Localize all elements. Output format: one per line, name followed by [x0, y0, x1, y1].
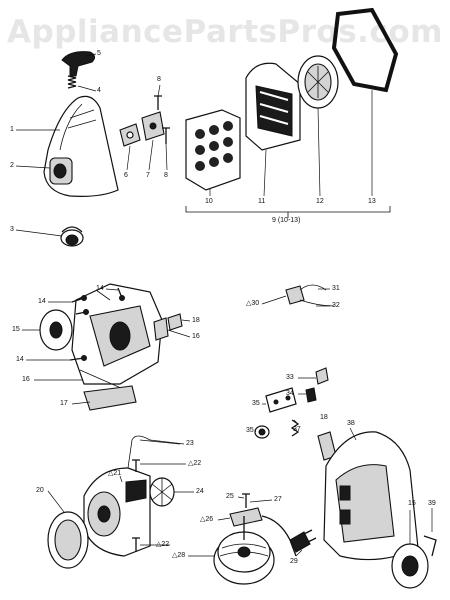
callout-20: 20 — [36, 487, 44, 494]
callout-34: 34 — [286, 390, 294, 397]
part-filter-disc-12[interactable] — [297, 55, 339, 109]
part-screws-22[interactable] — [132, 459, 140, 552]
part-motor-21[interactable] — [83, 435, 151, 557]
part-screw-8[interactable] — [154, 95, 170, 144]
callout-39: 39 — [428, 500, 436, 507]
part-cord-reel-28[interactable] — [213, 531, 275, 585]
part-latch-7[interactable] — [141, 111, 165, 141]
part-wheel-15[interactable] — [39, 309, 73, 351]
part-switch-30[interactable] — [285, 284, 335, 307]
callout-14-b: 14 — [96, 285, 104, 292]
part-cord-plug-29[interactable] — [261, 515, 317, 557]
callout-18-mid: 18 — [320, 414, 328, 421]
callout-16-right: 16 — [192, 333, 200, 340]
part-35-knob[interactable] — [254, 425, 270, 439]
callout-33: 33 — [286, 374, 294, 381]
part-gasket-13[interactable] — [331, 7, 399, 93]
part-filter-11[interactable] — [245, 62, 301, 151]
callout-10: 10 — [205, 198, 213, 205]
callout-18-top: 18 — [192, 317, 200, 324]
callout-13: 13 — [368, 198, 376, 205]
part-lower-housing[interactable] — [71, 283, 163, 393]
part-screw-25[interactable] — [242, 493, 250, 508]
callout-15-right: 15 — [408, 500, 416, 507]
callout-21: △21 — [108, 470, 122, 477]
part-latch-6[interactable] — [119, 123, 141, 147]
callout-14-c: 14 — [16, 356, 24, 363]
callout-6: 6 — [124, 172, 128, 179]
part-axle-39[interactable] — [423, 535, 437, 557]
callout-5: 5 — [97, 50, 101, 57]
callout-30: △30 — [246, 300, 260, 307]
watermark: AppliancePartsPros.com — [7, 14, 443, 50]
callout-3: 3 — [10, 226, 14, 233]
callout-35-a: 35 — [252, 400, 260, 407]
part-rear-body-38[interactable] — [323, 431, 419, 561]
part-fan-24[interactable] — [149, 477, 175, 507]
group-label-9: 9 (10-13) — [272, 217, 301, 224]
part-35-plate[interactable] — [265, 387, 297, 413]
group-bracket-9 — [185, 206, 391, 218]
callout-1: 1 — [10, 126, 14, 133]
callout-12: 12 — [316, 198, 324, 205]
callout-28: △28 — [172, 552, 186, 559]
callout-7: 7 — [146, 172, 150, 179]
callout-2: 2 — [10, 162, 14, 169]
callout-16-left: 16 — [22, 376, 30, 383]
part-pad-17[interactable] — [83, 385, 137, 411]
callout-11: 11 — [258, 198, 266, 205]
callout-15: 15 — [12, 326, 20, 333]
callout-35-b: 35 — [246, 427, 254, 434]
callout-22-bottom: △22 — [156, 541, 170, 548]
callout-23: 23 — [186, 440, 194, 447]
callout-25: 25 — [226, 493, 234, 500]
callout-32: 32 — [332, 302, 340, 309]
part-bracket-26[interactable] — [229, 507, 263, 540]
callout-38: 38 — [347, 420, 355, 427]
part-33[interactable] — [315, 367, 329, 385]
part-34[interactable] — [305, 387, 317, 403]
part-motor-ring-20[interactable] — [47, 511, 89, 569]
callout-14-a: 14 — [38, 298, 46, 305]
callout-4: 4 — [97, 87, 101, 94]
callout-8-bottom: 8 — [164, 172, 168, 179]
callout-24: 24 — [196, 488, 204, 495]
callout-31: 31 — [332, 285, 340, 292]
part-upper-housing[interactable] — [43, 95, 119, 197]
part-clip-18[interactable] — [153, 313, 183, 341]
callout-8-top: 8 — [157, 76, 161, 83]
callout-22-top: △22 — [188, 460, 202, 467]
callout-29: 29 — [290, 558, 298, 565]
callout-17: 17 — [60, 400, 68, 407]
callout-27: 27 — [274, 496, 282, 503]
part-rear-wheel-15[interactable] — [391, 543, 429, 589]
part-filter-frame-10[interactable] — [185, 109, 241, 191]
part-nozzle-cap[interactable] — [60, 226, 84, 247]
part-spring[interactable] — [67, 75, 77, 89]
part-fastener-23[interactable] — [139, 439, 181, 445]
callout-37: 37 — [293, 426, 301, 433]
part-handle-knob[interactable] — [61, 51, 96, 77]
part-screws-14[interactable] — [69, 287, 125, 361]
callout-26: △26 — [200, 516, 214, 523]
